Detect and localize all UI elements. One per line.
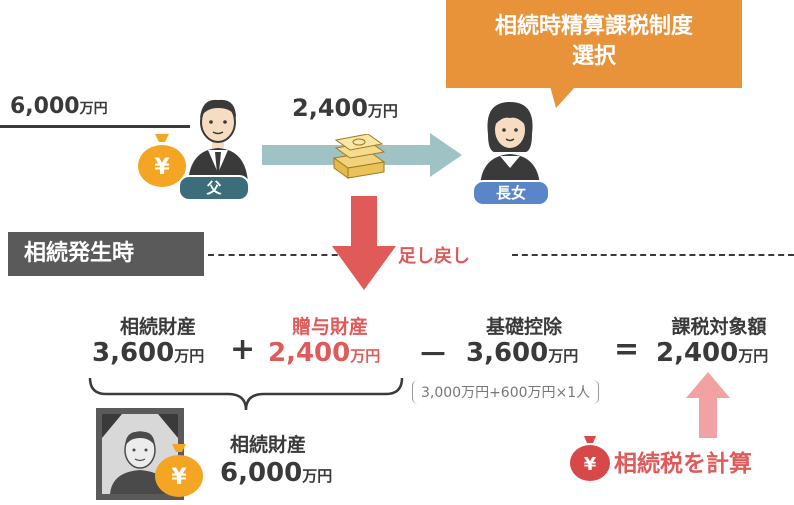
item3-value: 3,600万円 bbox=[466, 338, 579, 368]
addback-label: 足し戻し bbox=[398, 246, 470, 267]
svg-text:¥: ¥ bbox=[171, 465, 187, 490]
sum-brace bbox=[88, 377, 404, 411]
dashed-line-left bbox=[208, 254, 348, 256]
callout-line-2: 選択 bbox=[571, 44, 616, 69]
section-label: 相続発生時 bbox=[8, 232, 204, 276]
callout-tail bbox=[550, 86, 576, 108]
item1-value: 3,600万円 bbox=[92, 338, 205, 368]
father-amount: 6,000万円 bbox=[10, 94, 108, 119]
estate-money-bag-icon: ¥ bbox=[155, 444, 203, 497]
callout-box: 相続時精算課税制度 選択 bbox=[446, 0, 742, 88]
tax-money-bag-icon: ¥ bbox=[570, 436, 610, 481]
father-avatar bbox=[188, 99, 248, 183]
item4-label: 課税対象額 bbox=[671, 316, 767, 338]
item3-label: 基礎控除 bbox=[485, 316, 562, 338]
estate-value: 6,000万円 bbox=[220, 458, 333, 488]
addback-arrow bbox=[332, 196, 396, 290]
gift-amount: 2,400万円 bbox=[292, 94, 398, 122]
father-badge: 父 bbox=[178, 175, 250, 201]
plus-sign: + bbox=[230, 332, 256, 367]
estate-label: 相続財産 bbox=[230, 434, 307, 456]
callout-line-1: 相続時精算課税制度 bbox=[494, 14, 693, 39]
money-bag-icon: ¥ bbox=[138, 134, 186, 187]
svg-text:¥: ¥ bbox=[154, 155, 170, 180]
minus-sign: － bbox=[418, 338, 448, 373]
calc-tax-label: 相続税を計算 bbox=[614, 451, 752, 477]
item2-value: 2,400万円 bbox=[268, 338, 381, 368]
father-line bbox=[0, 125, 190, 128]
item1-label: 相続財産 bbox=[119, 316, 196, 338]
deduction-note: 3,000万円+600万円×1人 bbox=[412, 380, 600, 404]
equals-sign: = bbox=[614, 332, 640, 367]
svg-text:¥: ¥ bbox=[584, 454, 597, 475]
item4-value: 2,400万円 bbox=[656, 338, 769, 368]
dashed-line-right bbox=[512, 254, 794, 256]
cash-stack-icon bbox=[332, 134, 386, 179]
item2-label: 贈与財産 bbox=[291, 316, 368, 338]
daughter-badge: 長女 bbox=[472, 180, 550, 206]
daughter-avatar bbox=[480, 102, 540, 186]
result-arrow bbox=[686, 372, 730, 438]
